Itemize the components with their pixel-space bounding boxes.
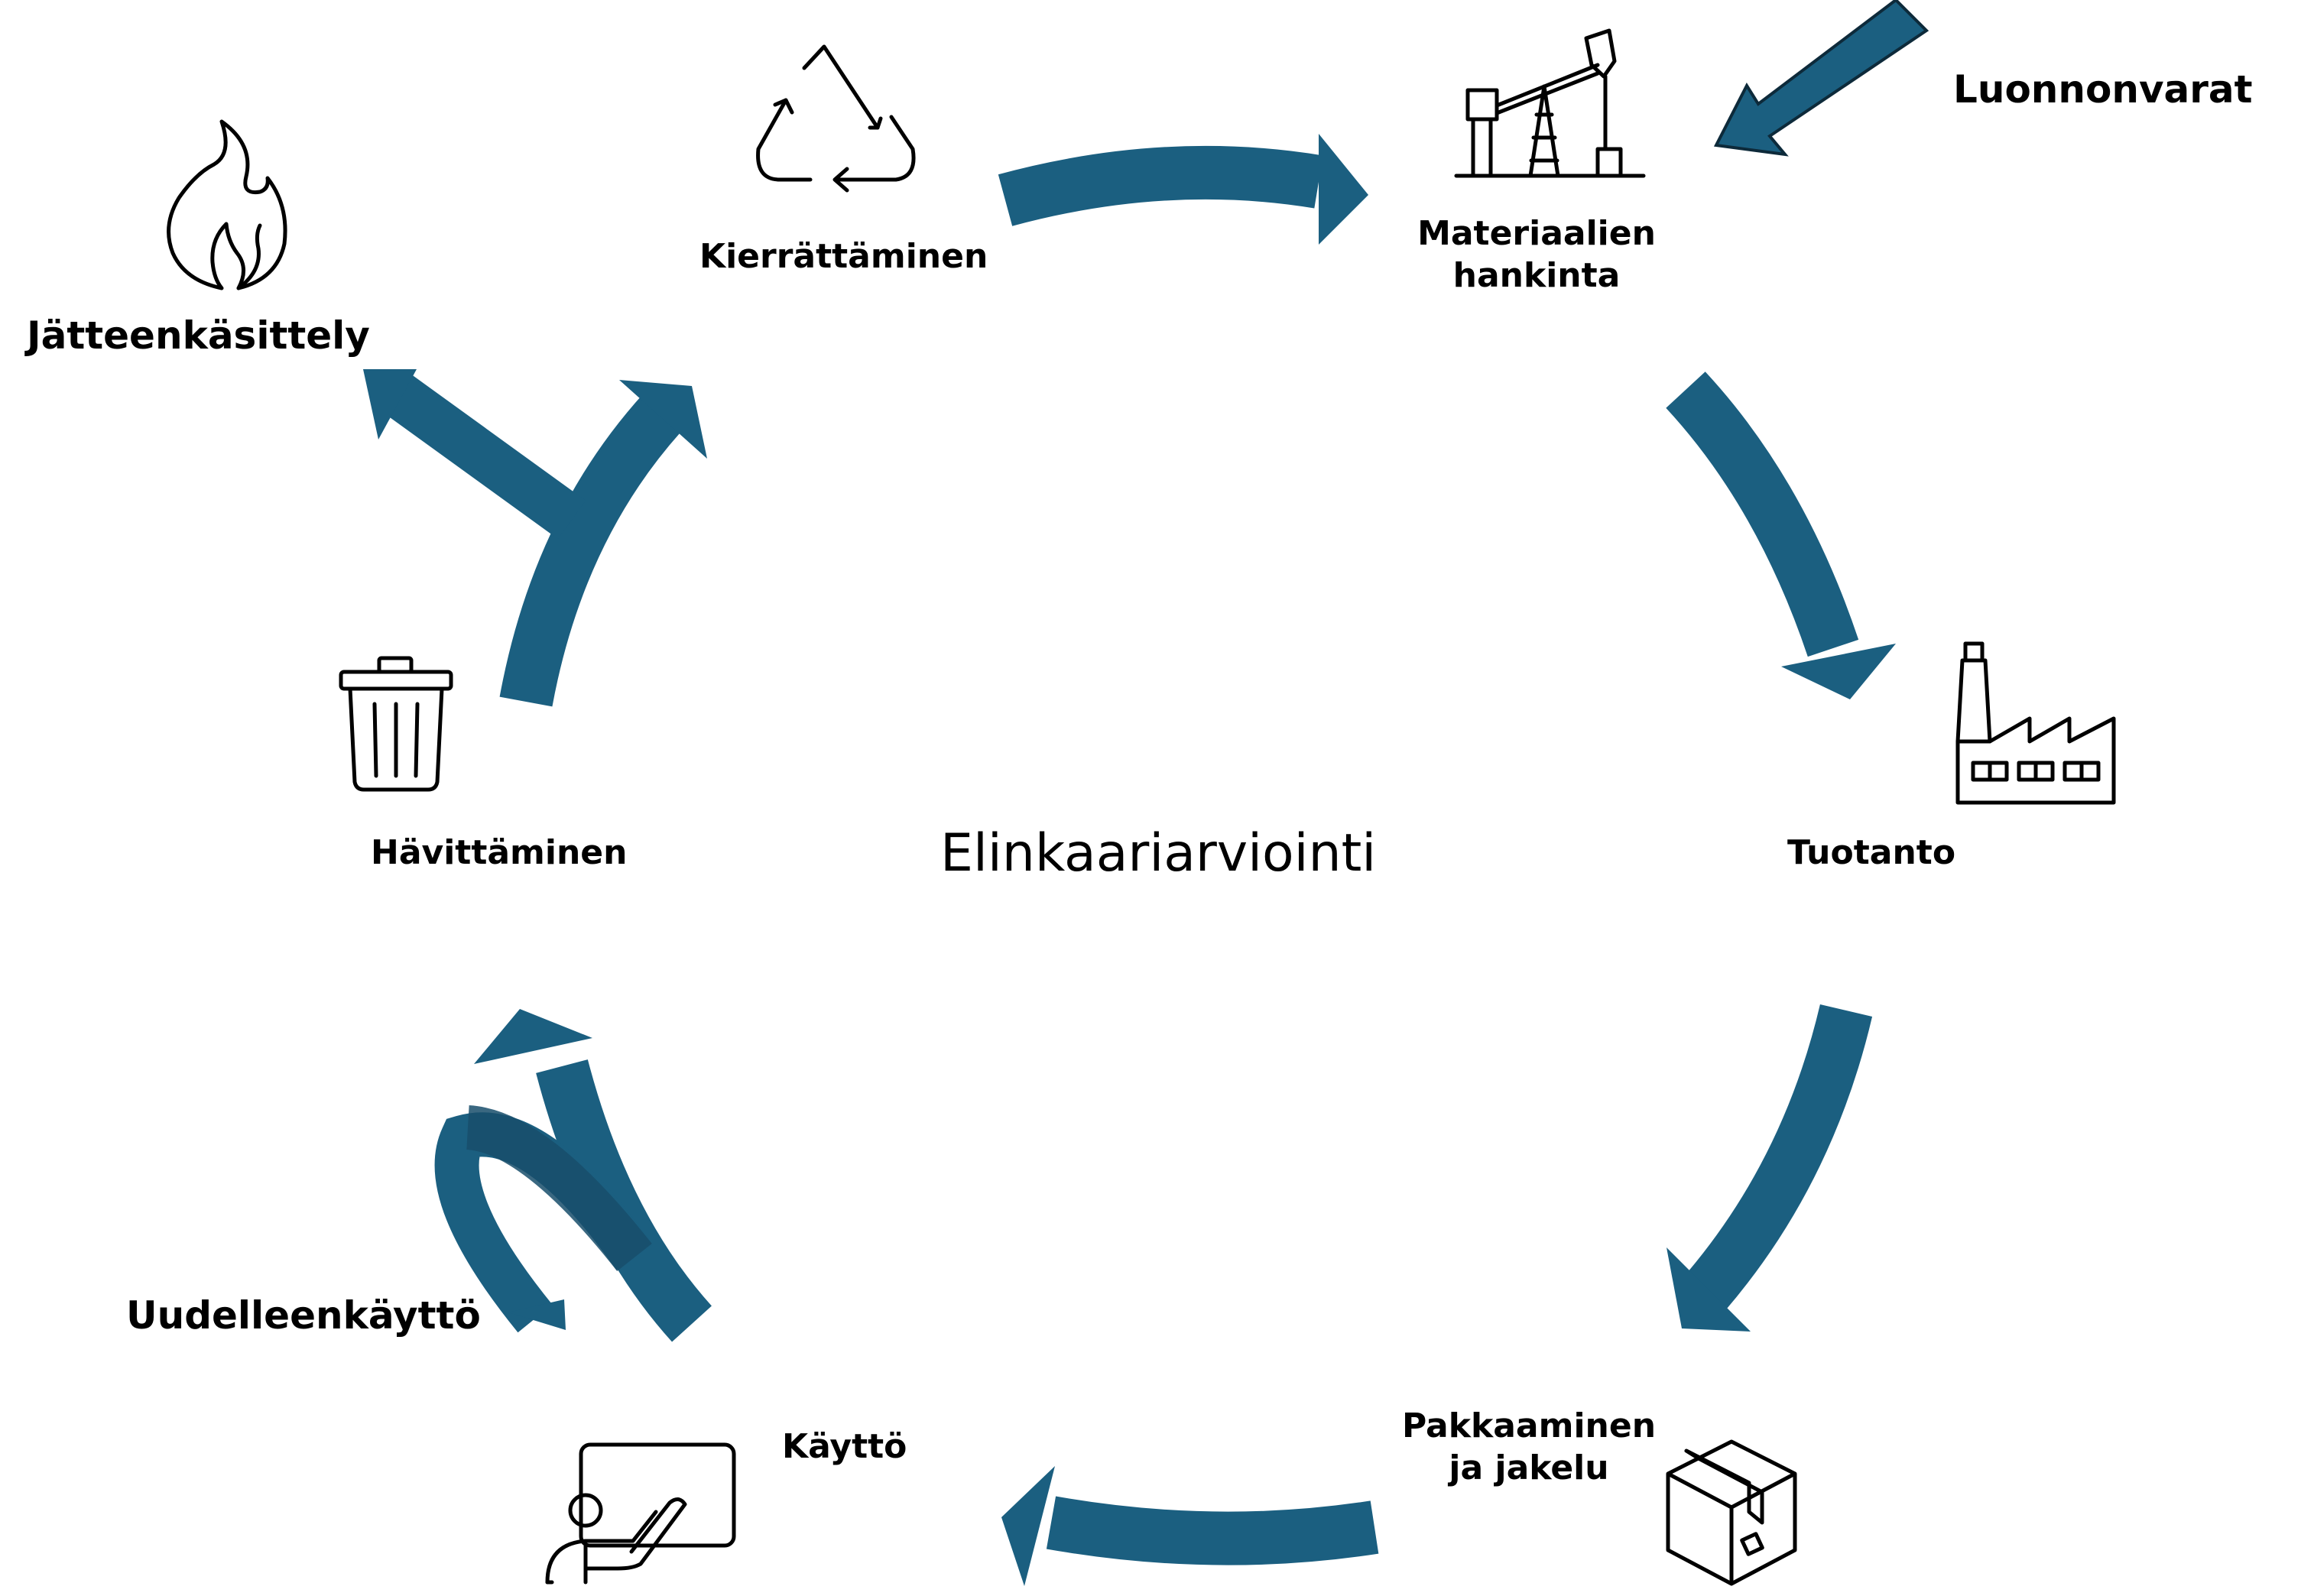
factory-icon: [1953, 641, 2123, 809]
arrow-reuse-loop: [434, 1105, 653, 1333]
arrow-raw-to-acquisition: [1713, 0, 1929, 157]
label-packaging: Pakkaaminen ja jakelu: [1376, 1405, 1682, 1489]
label-material-acquisition-line1: Materiaalien: [1417, 214, 1656, 253]
arrow-recycling-to-acquisition: [998, 134, 1368, 245]
trash-can-icon: [336, 654, 459, 795]
flame-icon: [162, 118, 292, 290]
label-recycling: Kierrättäminen: [699, 237, 988, 276]
label-material-acquisition: Materiaalien hankinta: [1384, 212, 1689, 297]
label-use: Käyttö: [782, 1427, 907, 1466]
recycle-icon: [749, 42, 925, 193]
presenter-icon: [541, 1437, 740, 1590]
label-waste-treatment: Jätteenkäsittely: [27, 313, 370, 358]
label-packaging-line1: Pakkaaminen: [1401, 1406, 1657, 1445]
box-icon: [1659, 1437, 1804, 1590]
label-reuse: Uudelleenkäyttö: [126, 1293, 481, 1338]
arrow-disposal-to-recycling: [499, 380, 707, 707]
label-production: Tuotanto: [1787, 833, 1956, 872]
label-disposal: Hävittäminen: [371, 833, 628, 872]
arrow-production-to-packaging: [1667, 1004, 1873, 1332]
label-packaging-line2: ja jakelu: [1449, 1448, 1609, 1487]
arrow-disposal-to-waste-treatment: [363, 369, 586, 540]
oil-pump-icon: [1452, 23, 1651, 183]
arrow-acquisition-to-production: [1666, 371, 1896, 699]
diagram-title: Elinkaariarviointi: [940, 823, 1377, 884]
arrow-packaging-to-use: [1001, 1466, 1379, 1586]
label-material-acquisition-line2: hankinta: [1452, 256, 1621, 295]
label-raw-materials: Luonnonvarat: [1953, 67, 2253, 112]
